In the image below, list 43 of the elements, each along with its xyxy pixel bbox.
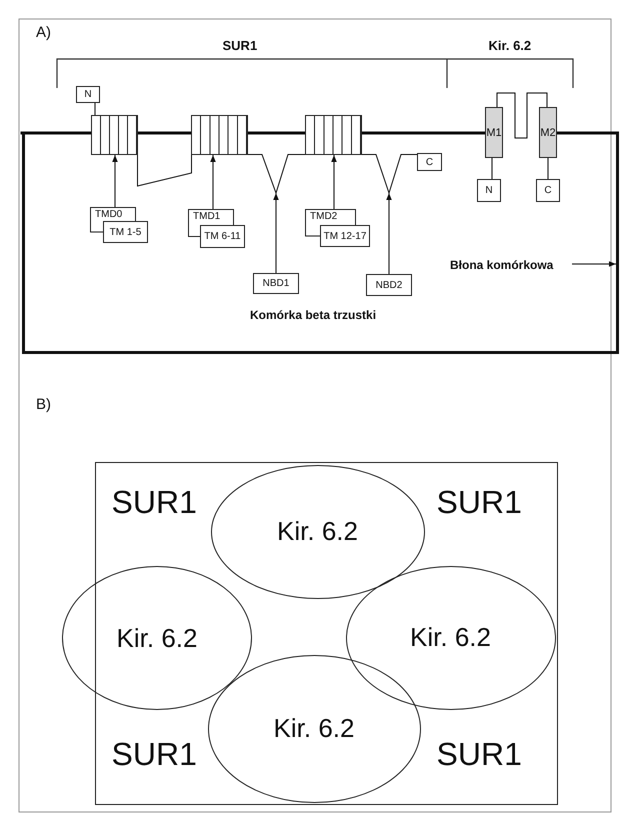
cell-label: Komórka beta trzustki: [250, 308, 376, 322]
arrow: [210, 154, 216, 210]
subunit-ellipse: Kir. 6.2: [208, 654, 420, 802]
protein-chain-line: [248, 154, 306, 195]
domain-box: TM 1-5: [103, 221, 148, 243]
subunit-label: SUR1: [112, 484, 197, 520]
terminus-box: C: [417, 153, 442, 171]
transmembrane-block: [305, 115, 362, 155]
subunit-label: SUR1: [436, 736, 522, 772]
terminus-box: C: [536, 179, 560, 202]
subunit-label: SUR1: [112, 736, 197, 772]
arrow: [273, 192, 279, 274]
arrow: [572, 261, 616, 267]
subunit-ellipse: Kir. 6.2: [210, 464, 424, 598]
terminus-box: N: [76, 86, 100, 103]
domain-box: NBD1: [253, 273, 299, 294]
bracket-label: SUR1: [222, 38, 258, 53]
protein-chain-line: [362, 154, 418, 195]
panel-label: A): [36, 24, 51, 41]
subunit-ellipse: Kir. 6.2: [346, 566, 556, 710]
domain-box: TM 6-11: [200, 225, 245, 248]
transmembrane-block: [191, 115, 248, 155]
domain-box: TM 12-17: [320, 225, 370, 247]
membrane-label: Błona komórkowa: [450, 256, 572, 274]
subunit-label: SUR1: [436, 484, 522, 520]
protein-chain-line: [137, 154, 192, 187]
domain-box: TMD0: [90, 207, 136, 221]
helix-block: M2: [539, 107, 557, 158]
transmembrane-block: [91, 115, 138, 155]
helix-block: M1: [485, 107, 503, 158]
protein-chain-line: [496, 92, 548, 138]
subunit-ellipse: Kir. 6.2: [62, 566, 252, 710]
bracket-label: Kir. 6.2: [488, 38, 532, 53]
channel-outline: [95, 462, 558, 805]
domain-box: TMD1: [188, 209, 234, 225]
connector-line: [94, 102, 96, 116]
arrow: [331, 154, 337, 210]
arrow: [112, 154, 118, 208]
terminus-box: N: [477, 179, 501, 202]
domain-box: TMD2: [305, 209, 356, 225]
domain-box: NBD2: [366, 274, 412, 296]
arrow: [386, 192, 392, 274]
panel-label: B): [36, 396, 51, 413]
